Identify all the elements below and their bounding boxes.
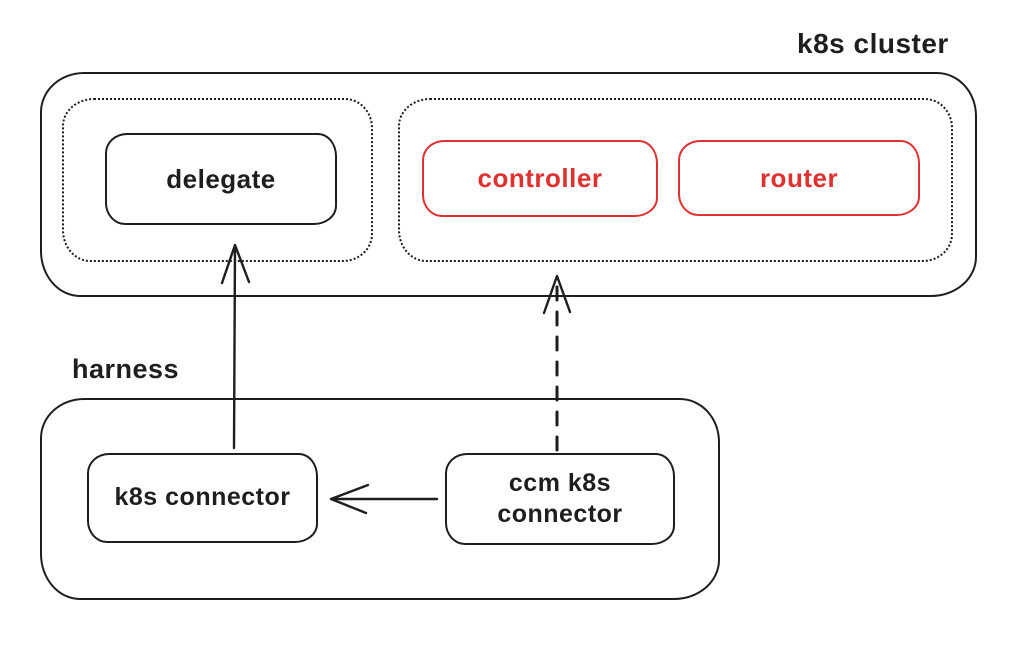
node-ccm-k8s-connector-label: ccm k8s connector (497, 468, 623, 528)
controller-router-pod-group (398, 98, 953, 262)
node-controller-label: controller (477, 163, 603, 194)
k8s-cluster-label: k8s cluster (797, 28, 949, 59)
node-k8s-connector: k8s connector (87, 453, 318, 543)
harness-label: harness (72, 354, 180, 384)
node-ccm-k8s-connector: ccm k8s connector (445, 453, 675, 545)
k8s-cluster-container (40, 72, 977, 297)
harness-container (40, 398, 720, 600)
node-delegate-label: delegate (166, 163, 276, 194)
node-k8s-connector-label: k8s connector (114, 483, 291, 512)
node-delegate: delegate (105, 133, 337, 225)
node-controller: controller (422, 140, 658, 217)
node-router: router (678, 140, 920, 216)
delegate-pod-group (62, 98, 373, 262)
node-router-label: router (759, 162, 839, 193)
